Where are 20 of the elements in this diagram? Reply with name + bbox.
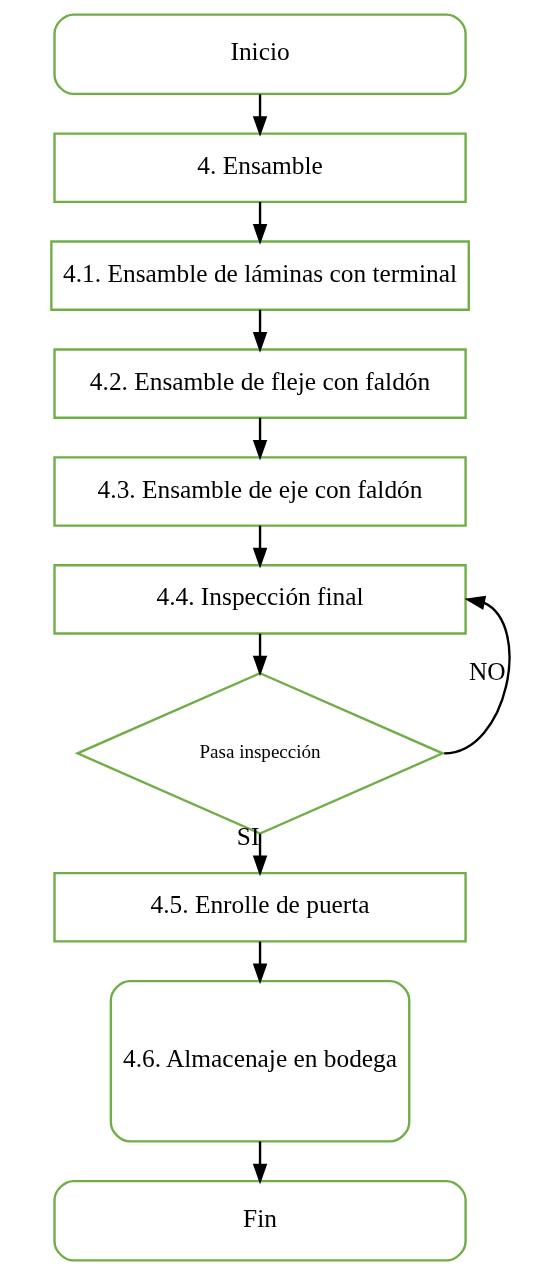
node-box: 4. Ensamble bbox=[52, 132, 467, 204]
arrow bbox=[252, 633, 267, 677]
node-box: 4.4. Inspección final bbox=[52, 564, 467, 635]
node-box: 4.2. Ensamble de fleje con faldón bbox=[52, 348, 467, 419]
arrow bbox=[252, 94, 267, 137]
node-box: Fin bbox=[52, 1179, 467, 1262]
node-box: 4.5. Enrolle de puerta bbox=[52, 872, 467, 943]
arrow bbox=[252, 201, 267, 245]
node-box: 4.3. Ensamble de eje con faldón bbox=[52, 456, 467, 527]
node-box: 4.6. Almacenaje en bodega bbox=[109, 979, 410, 1143]
arrow bbox=[252, 833, 267, 877]
arrow bbox=[252, 309, 267, 353]
node-box: 4.1. Ensamble de láminas con terminal bbox=[49, 240, 470, 311]
node-box: Inicio bbox=[52, 13, 467, 96]
arrow bbox=[443, 595, 510, 755]
arrow bbox=[252, 417, 267, 461]
arrow bbox=[252, 941, 267, 985]
arrow bbox=[252, 1141, 267, 1185]
arrow bbox=[252, 525, 267, 569]
edge-label: NO bbox=[468, 657, 506, 686]
